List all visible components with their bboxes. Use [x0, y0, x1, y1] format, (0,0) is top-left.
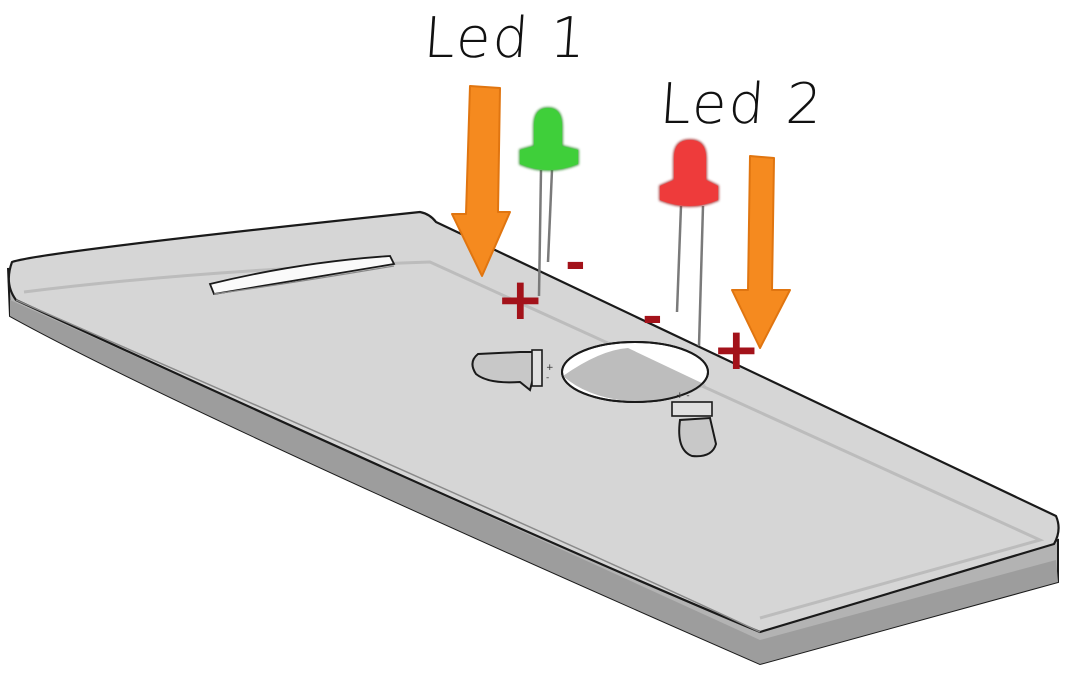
down-arrow-icon	[451, 85, 511, 277]
led1-minus-sign: -	[565, 234, 586, 292]
led1-label: Led 1	[421, 6, 590, 71]
led2-label: Led 2	[657, 72, 826, 137]
svg-text:+: +	[546, 363, 554, 373]
led-socket-icon: + -	[671, 391, 718, 458]
board-hole	[561, 341, 709, 403]
down-arrow-icon	[731, 155, 791, 349]
board-slot	[208, 255, 396, 296]
led-socket-icon: + -	[471, 349, 554, 392]
svg-text:-: -	[546, 373, 549, 383]
led2-minus-sign: -	[642, 288, 663, 346]
led2-plus-sign: +	[712, 315, 761, 383]
green-led-icon	[519, 107, 579, 297]
board-top	[7, 210, 1060, 634]
led1-plus-sign: +	[496, 265, 545, 333]
red-led-icon	[659, 139, 719, 347]
board-bevel	[23, 260, 1045, 620]
svg-text:+ -: + -	[676, 391, 690, 401]
